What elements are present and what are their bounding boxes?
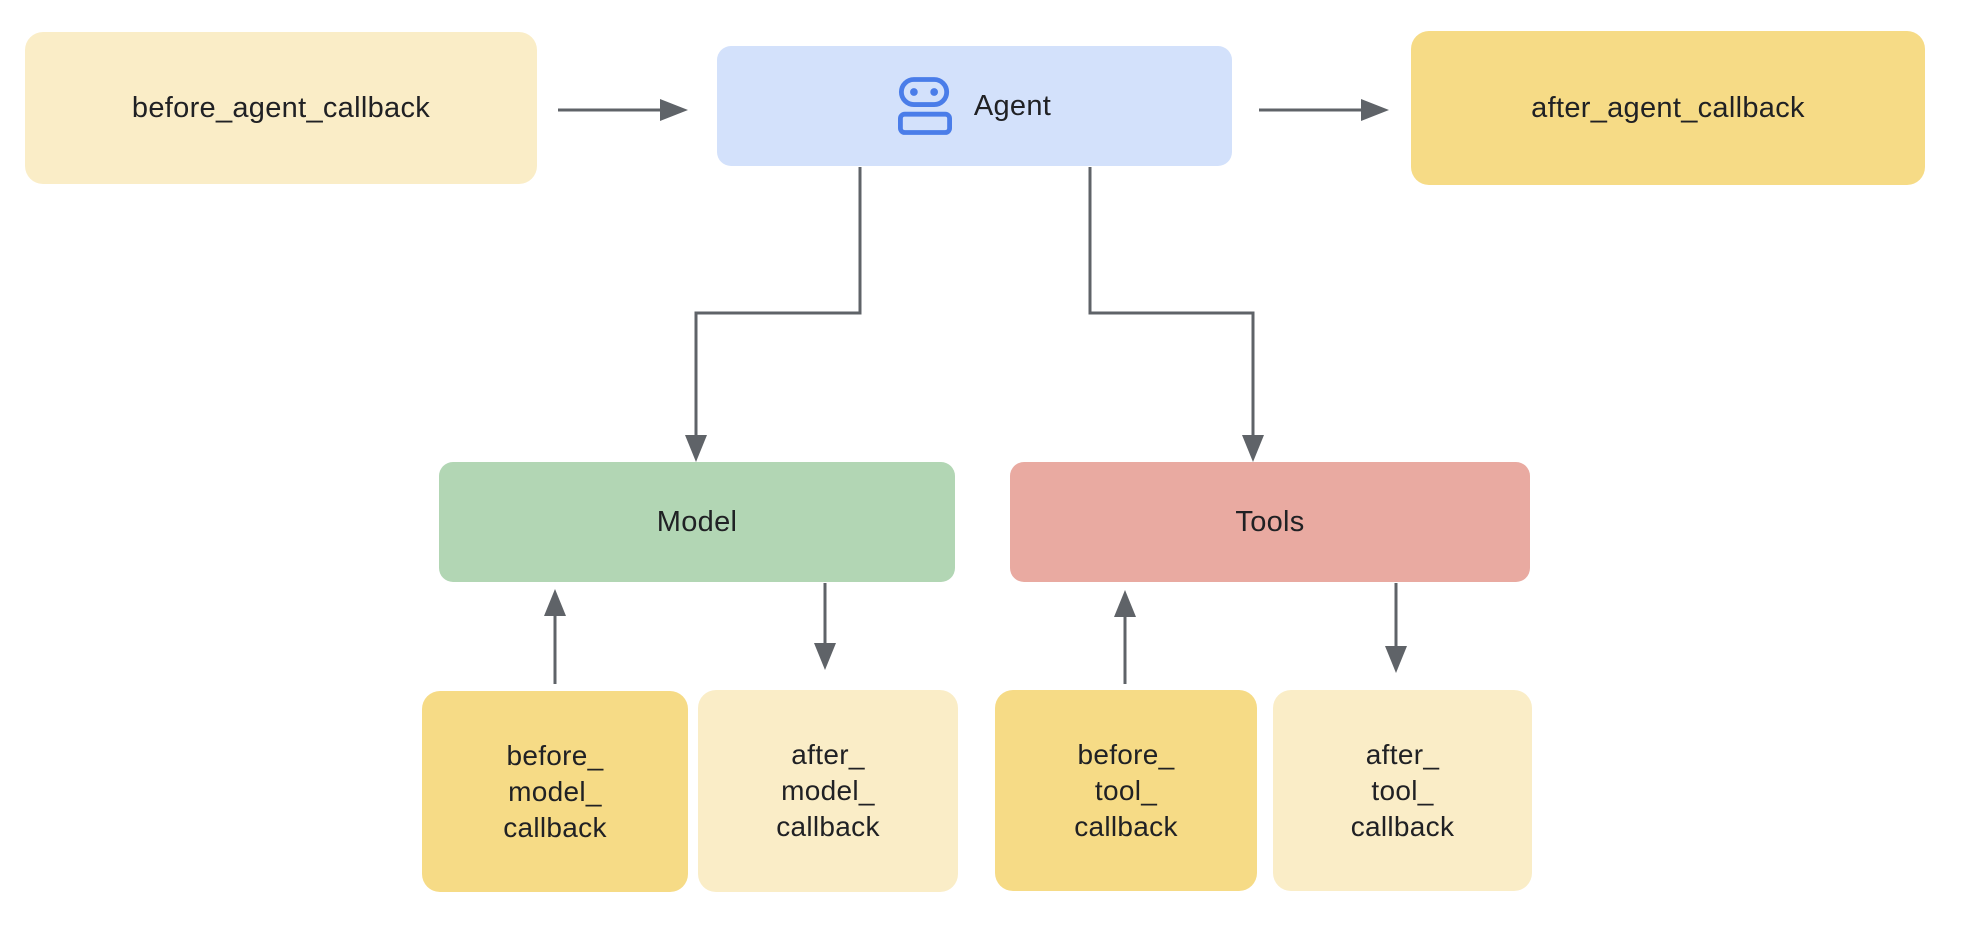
node-label-line: tool_ xyxy=(1371,774,1434,806)
node-before-model-callback: before_ model_ callback xyxy=(422,691,688,892)
arrow-agent-to-tools xyxy=(1088,167,1264,462)
node-tools: Tools xyxy=(1010,462,1530,582)
node-after-model-callback: after_ model_ callback xyxy=(698,690,958,892)
robot-icon xyxy=(897,77,952,135)
node-label-line: model_ xyxy=(508,775,602,807)
node-label: after_agent_callback xyxy=(1531,91,1805,124)
node-label: Agent xyxy=(973,89,1052,122)
node-label-line: callback xyxy=(1074,810,1178,842)
arrow-before-agent-to-agent xyxy=(558,99,688,121)
node-label-line: callback xyxy=(1350,810,1455,842)
node-label-line: before_ xyxy=(1077,738,1175,770)
node-label: Tools xyxy=(1235,505,1305,538)
node-after-tool-callback: after_ tool_ callback xyxy=(1273,690,1532,891)
node-label-line: callback xyxy=(776,811,880,842)
node-label: Model xyxy=(656,505,738,538)
node-label-line: before_ xyxy=(506,739,604,771)
node-model: Model xyxy=(439,462,955,582)
arrow-agent-to-model xyxy=(685,167,862,462)
arrow-tools-to-after-tool xyxy=(1385,583,1407,673)
arrow-agent-to-after-agent xyxy=(1259,99,1389,121)
node-label-line: after_ xyxy=(1365,738,1440,770)
arrow-model-to-after-model xyxy=(814,583,836,670)
arrow-before-tool-to-tools xyxy=(1114,590,1136,684)
node-label-line: model_ xyxy=(781,775,875,806)
node-before-agent-callback: before_agent_callback xyxy=(25,32,537,184)
node-label-line: callback xyxy=(503,811,607,843)
node-label-line: tool_ xyxy=(1094,774,1158,806)
arrow-before-model-to-model xyxy=(544,589,566,684)
node-after-agent-callback: after_agent_callback xyxy=(1411,31,1925,185)
node-label-line: after_ xyxy=(791,739,865,770)
node-label: before_agent_callback xyxy=(131,91,431,124)
node-before-tool-callback: before_ tool_ callback xyxy=(995,690,1257,891)
node-agent: Agent xyxy=(717,46,1232,166)
